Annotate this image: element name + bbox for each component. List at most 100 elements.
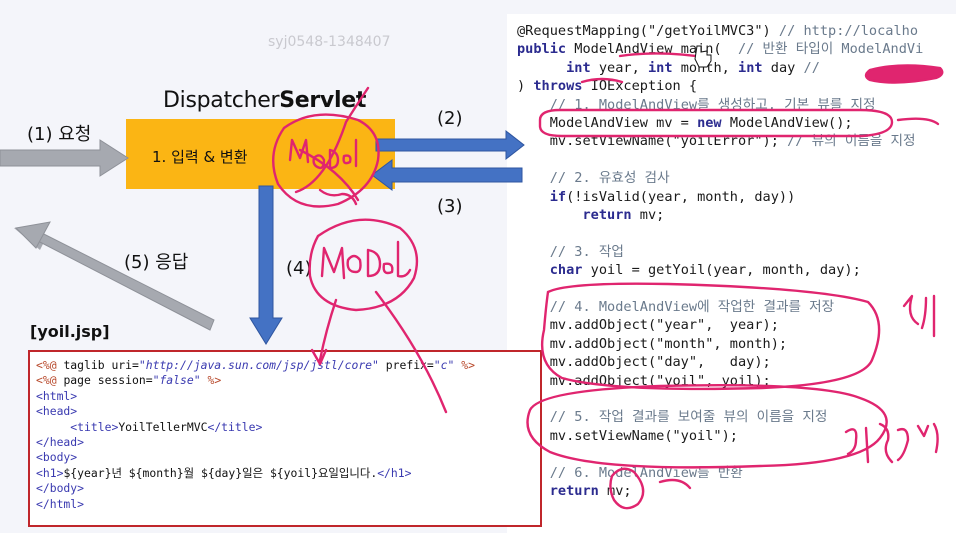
jsp-token: <html> [36,388,78,403]
code-token: year, [598,59,648,76]
code-token: (!isValid(year, month, day)) [566,188,796,205]
code-token: // 3. 작업 [549,243,624,260]
code-token: mv.setViewName("yoilError"); [517,133,788,150]
code-token: char [549,262,591,279]
code-line: mv.setViewName("yoilError"); // 뷰의 이름을 지… [517,132,916,150]
code-token: // 1. ModelAndView를 생성하고, 기본 뷰를 지정 [549,96,876,113]
dispatcher-servlet-box [126,119,395,189]
title-bold: Servlet [279,88,367,113]
code-token: mv.addObject("day", day); [517,354,771,371]
code-token: day [770,59,804,76]
jsp-token: </html> [36,496,85,511]
request-arrow [0,139,129,177]
code-token: ModelAndView(); [729,115,853,131]
jsp-token: "c" [433,358,455,372]
step2-label: (2) [437,108,463,129]
hand-cursor-icon [694,45,712,68]
title-prefix: Dispatcher [163,88,280,113]
response-label: (5) 응답 [124,252,189,273]
code-token: return [582,207,640,223]
jsp-line: <%@ taglib uri="http://java.sun.com/jsp/… [36,358,475,373]
jsp-token: <%@ [36,373,64,388]
code-line: // 2. 유효성 검사 [517,169,670,187]
code-token: mv; [639,207,665,223]
jsp-token: <title> [70,419,119,434]
code-token: if [549,188,567,205]
code-token: new [697,115,730,131]
code-token: IOException { [590,78,698,95]
jsp-line: </head> [36,435,84,450]
code-line: return mv; [517,206,664,224]
code-token: ModelAndView mv = [517,115,698,131]
jsp-token: <body> [36,450,78,465]
code-line: mv.setViewName("yoil"); [517,427,738,445]
code-token: mv.addObject("month", month); [517,335,788,352]
jsp-token: <h1> [36,465,64,480]
jsp-line: <head> [36,404,77,419]
code-line: mv.addObject("day", day); [517,353,771,371]
step4-label: (4) [286,258,312,279]
response-arrow [14,221,215,331]
code-line: mv.addObject("year", year); [517,316,779,334]
code-line: ) throws IOException { [517,77,697,95]
jsp-token: page session= [63,373,153,388]
jsp-line: </body> [36,481,84,496]
jsp-token: YoilTellerMVC [118,419,208,434]
code-token: @RequestMapping("/getYoilMVC3") [517,23,779,39]
code-token: throws [533,78,591,95]
code-line: if(!isValid(year, month, day)) [517,188,796,206]
jsp-token: </title> [207,419,263,434]
code-line: mv.addObject("month", month); [517,335,787,353]
jsp-token: <head> [36,404,78,419]
code-token: // 2. 유효성 검사 [549,170,670,187]
jsp-token: <%@ [36,358,64,372]
request-label: (1) 요청 [27,124,92,145]
jsp-token: taglib uri= [63,358,139,372]
jsp-line: <%@ page session="false" %> [36,373,221,388]
code-token: // 4. ModelAndView에 작업한 결과를 저장 [549,299,835,315]
dispatcher-box-label: 1. 입력 & 변환 [152,148,248,166]
code-token: ) [517,78,534,95]
code-token: mv.addObject("year", year); [517,317,779,334]
code-token: int [647,59,681,76]
code-line: int year, int month, int day // [517,59,828,77]
code-token: mv.setViewName("yoil"); [517,427,738,444]
jsp-token: %> [200,373,222,388]
code-token: yoil = getYoil(year, month, day); [590,262,861,279]
code-line: // 3. 작업 [517,243,624,261]
code-token: public [517,41,575,58]
ink-stroke [288,138,310,164]
jsp-filename: [yoil.jsp] [30,322,110,341]
jsp-line: <html> [36,389,77,404]
code-line: @RequestMapping("/getYoilMVC3") // http:… [517,22,918,40]
jsp-line: <body> [36,450,77,465]
code-token: // 반환 타입이 ModelAndVi [737,41,924,58]
code-token: int [566,59,599,76]
code-token: int [738,59,771,76]
dispatcher-servlet-title: DispatcherServlet [163,88,366,113]
code-token: // http://localho [778,23,919,39]
jsp-code-box: <%@ taglib uri="http://java.sun.com/jsp/… [28,350,542,527]
jsp-line: </html> [36,497,84,512]
code-line: // 4. ModelAndView에 작업한 결과를 저장 [517,298,834,316]
code-line: // 1. ModelAndView를 생성하고, 기본 뷰를 지정 [517,96,876,114]
controller-code-panel: @RequestMapping("/getYoilMVC3") // http:… [507,14,956,533]
step2-arrow [375,129,525,161]
step4-arrow [249,185,283,345]
watermark: syj0548-1348407 [268,34,391,50]
code-token: return [549,483,608,499]
step3-label: (3) [437,196,463,217]
code-token: // [803,59,829,76]
step3-arrow [371,159,523,191]
jsp-token: %> [454,358,475,372]
jsp-token: ${year}년 ${month}월 ${day}일은 ${yoil}요일입니다… [63,465,378,480]
jsp-token: "false" [152,373,201,388]
code-line: char yoil = getYoil(year, month, day); [517,261,861,279]
jsp-line: <title>YoilTellerMVC</title> [36,420,262,435]
code-token: month, [680,59,739,76]
code-token: // 뷰의 이름을 지정 [787,133,916,150]
code-line: // 5. 작업 결과를 보여줄 뷰의 이름을 지정 [517,408,828,426]
code-line: ModelAndView mv = new ModelAndView(); [517,114,853,132]
jsp-token: </h1> [377,465,412,480]
